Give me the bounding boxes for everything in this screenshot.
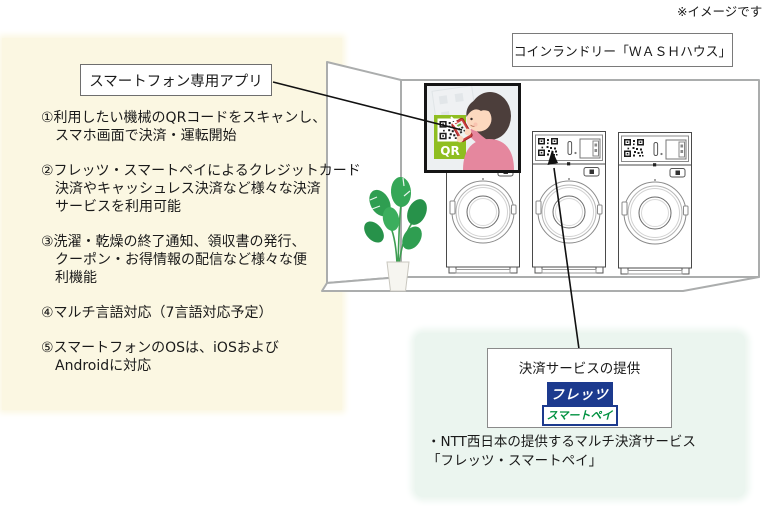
washing-machine-3 — [619, 133, 692, 275]
payment-description: ・NTT西日本の提供するマルチ決済サービス「フレッツ・スマートペイ」 — [427, 433, 696, 470]
text-line: ④マルチ言語対応（7言語対応予定） — [41, 305, 273, 321]
app-title-label: スマートフォン専用アプリ — [89, 73, 263, 90]
laundry-room-outline — [321, 61, 760, 292]
text-line: サービスを利用可能 — [55, 199, 181, 215]
feature-item: ②フレッツ・スマートペイによるクレジットカード決済やキャッシュレス決済など様々な… — [41, 162, 361, 216]
text-line: ③洗濯・乾燥の終了通知、領収書の発行、 — [41, 234, 306, 250]
text-line: 決済やキャッシュレス決済など様々な決済 — [55, 181, 321, 197]
feature-list: ①利用したい機械のQRコードをスキャンし、スマホ画面で決済・運転開始 ②フレッツ・… — [41, 109, 361, 392]
feature-item: ①利用したい機械のQRコードをスキャンし、スマホ画面で決済・運転開始 — [41, 109, 361, 145]
inset-art: QR — [431, 85, 514, 170]
image-disclaimer-note: ※イメージです — [677, 4, 763, 19]
customer-scanning-qr-illustration: QR — [424, 83, 521, 173]
text-line: ①利用したい機械のQRコードをスキャンし、 — [41, 110, 327, 126]
plant-icon — [364, 177, 427, 292]
store-name-box: コインランドリー「ＷＡＳＨハウス」 — [512, 33, 733, 67]
text-line: クーポン・お得情報の配信など様々な便 — [55, 252, 307, 268]
payment-description-line: ・NTT西日本の提供するマルチ決済サービス — [427, 434, 696, 450]
store-name-label: コインランドリー「ＷＡＳＨハウス」 — [513, 44, 732, 60]
app-title-box: スマートフォン専用アプリ — [80, 64, 272, 96]
feature-item: ④マルチ言語対応（7言語対応予定） — [41, 304, 361, 322]
washing-machine-2 — [533, 132, 606, 274]
qr-sign-label: QR — [440, 144, 459, 158]
feature-item: ③洗濯・乾燥の終了通知、領収書の発行、クーポン・お得情報の配信など様々な便利機能 — [41, 233, 361, 287]
flets-logo-top: フレッツ — [546, 382, 613, 405]
smartpay-logo-bottom: スマートペイ — [541, 405, 618, 426]
payment-box-title: 決済サービスの提供 — [518, 361, 641, 377]
text-line: Androidに対応 — [55, 358, 152, 374]
feature-item: ⑤スマートフォンのOSは、iOSおよび Androidに対応 — [41, 339, 361, 375]
text-line: ⑤スマートフォンのOSは、iOSおよび — [41, 340, 279, 356]
text-line: スマホ画面で決済・運転開始 — [55, 128, 237, 144]
qr-pointer-arrow — [547, 150, 580, 350]
text-line: ②フレッツ・スマートペイによるクレジットカード — [41, 163, 361, 179]
flets-smartpay-logo: フレッツ スマートペイ — [541, 382, 618, 426]
text-line: 利機能 — [55, 270, 97, 286]
payment-service-box: 決済サービスの提供 フレッツ スマートペイ — [487, 348, 672, 428]
payment-description-line: 「フレッツ・スマートペイ」 — [427, 452, 603, 469]
